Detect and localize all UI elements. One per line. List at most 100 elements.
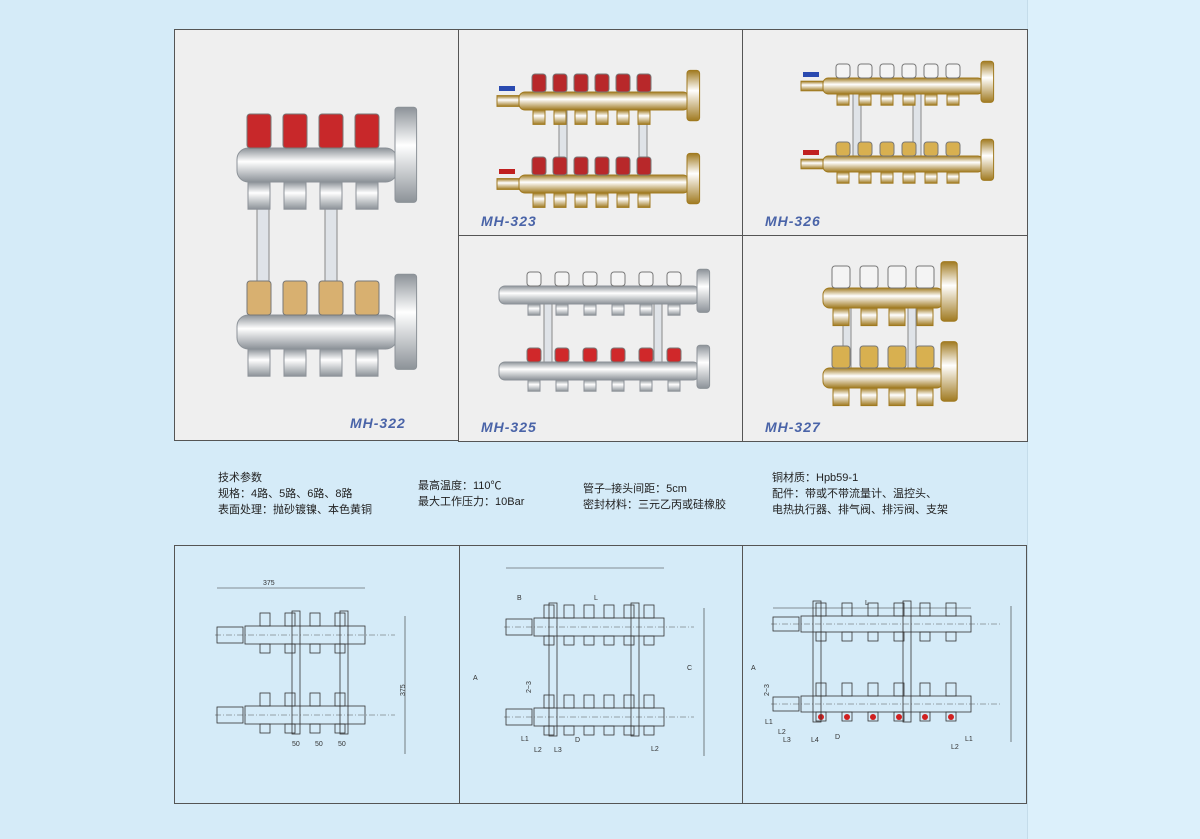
valve-outline — [309, 612, 321, 627]
valve-cap — [594, 156, 610, 176]
valve-cap — [831, 345, 851, 369]
outlet-port — [319, 348, 343, 377]
valve-cap — [831, 265, 851, 289]
valve-cap — [835, 141, 851, 157]
dim-label: L2 — [534, 747, 542, 754]
manifold-bar — [822, 77, 984, 95]
outlet-port — [532, 109, 546, 125]
valve-outline — [841, 682, 853, 697]
outlet-port — [555, 379, 569, 392]
outlet-port — [611, 303, 625, 316]
model-label: MH-322 — [350, 415, 406, 431]
outlet-port — [858, 171, 872, 184]
outlet-port — [355, 181, 379, 210]
manifold-bar — [822, 287, 944, 309]
dim-label: D — [575, 737, 580, 744]
port-outline — [867, 711, 879, 722]
valve-outline — [841, 602, 853, 617]
outlet-port — [902, 171, 916, 184]
spec-line: 管子–接头间距：5cm — [583, 483, 687, 495]
valve-cap — [923, 63, 939, 79]
valve-cap — [610, 271, 626, 287]
valve-cap — [610, 347, 626, 363]
outlet-port — [639, 379, 653, 392]
valve-cap — [666, 347, 682, 363]
ball-valve — [496, 178, 520, 190]
port-outline — [643, 725, 655, 736]
dim-label: L2 — [778, 729, 786, 736]
valve-cap — [636, 73, 652, 93]
dim-label: L — [594, 595, 598, 602]
valve-cap — [354, 113, 380, 149]
outlet-port — [616, 109, 630, 125]
spec-line: 铜材质：Hpb59-1 — [772, 472, 859, 484]
valve-cap — [615, 73, 631, 93]
outlet-port — [247, 348, 271, 377]
valve-cap — [526, 271, 542, 287]
dimension-drawing: 375 375 50 50 50 — [215, 580, 407, 754]
manifold-bar — [822, 367, 944, 389]
manifold-photo — [236, 106, 418, 377]
air-vent — [696, 268, 711, 313]
model-label: MH-323 — [481, 213, 537, 229]
valve-outline — [603, 694, 615, 709]
red-valve — [896, 714, 902, 720]
valve-cap — [636, 156, 652, 176]
outlet-port — [553, 192, 567, 208]
outlet-port — [946, 171, 960, 184]
product-card-mh-323: MH-323 — [458, 29, 743, 236]
valve-outline — [893, 682, 905, 697]
outlet-port — [924, 93, 938, 106]
dim-label: 375 — [263, 580, 275, 587]
valve-cap — [887, 265, 907, 289]
red-valve — [844, 714, 850, 720]
valve-cap — [945, 63, 961, 79]
red-valve — [922, 714, 928, 720]
product-card-mh-326: MH-326 — [742, 29, 1028, 236]
valve-outline — [623, 694, 635, 709]
valve-cap — [282, 113, 308, 149]
outlet-port — [667, 379, 681, 392]
port-outline — [284, 643, 296, 654]
outlet-port — [616, 192, 630, 208]
manifold-bar — [518, 91, 690, 111]
dim-label: 2~3 — [764, 684, 771, 696]
port-outline — [867, 631, 879, 642]
manifold-bar — [518, 174, 690, 194]
valve-cap — [554, 347, 570, 363]
port-outline — [945, 711, 957, 722]
valve-cap — [526, 347, 542, 363]
dim-label: B — [517, 595, 522, 602]
dim-label: L4 — [811, 737, 819, 744]
valve-cap — [857, 63, 873, 79]
air-vent — [696, 344, 711, 389]
port-outline — [259, 723, 271, 734]
valve-handle — [499, 169, 515, 174]
outlet-port — [946, 93, 960, 106]
dim-label: 2~3 — [526, 681, 533, 693]
outlet-port — [836, 93, 850, 106]
valve-cap — [859, 345, 879, 369]
outlet-port — [637, 192, 651, 208]
valve-cap — [573, 156, 589, 176]
outlet-port — [888, 387, 906, 407]
valve-cap — [638, 347, 654, 363]
port-outline — [841, 711, 853, 722]
valve-outline — [643, 604, 655, 619]
valve-outline — [945, 682, 957, 697]
model-label: MH-325 — [481, 419, 537, 435]
valve-cap — [945, 141, 961, 157]
bracket-outline — [339, 610, 349, 735]
bracket-outline — [630, 602, 640, 737]
valve-outline — [259, 692, 271, 707]
valve-cap — [857, 141, 873, 157]
valve-outline — [284, 692, 296, 707]
port-outline — [893, 631, 905, 642]
outlet-port — [527, 303, 541, 316]
outlet-port — [283, 348, 307, 377]
outlet-port — [888, 307, 906, 327]
valve-outline — [603, 604, 615, 619]
spec-line: 密封材料：三元乙丙或硅橡胶 — [583, 499, 726, 511]
drawing-2: B L A C 2~3 L1 L2 L3 D L2 — [459, 546, 743, 803]
ball-valve — [800, 80, 824, 92]
